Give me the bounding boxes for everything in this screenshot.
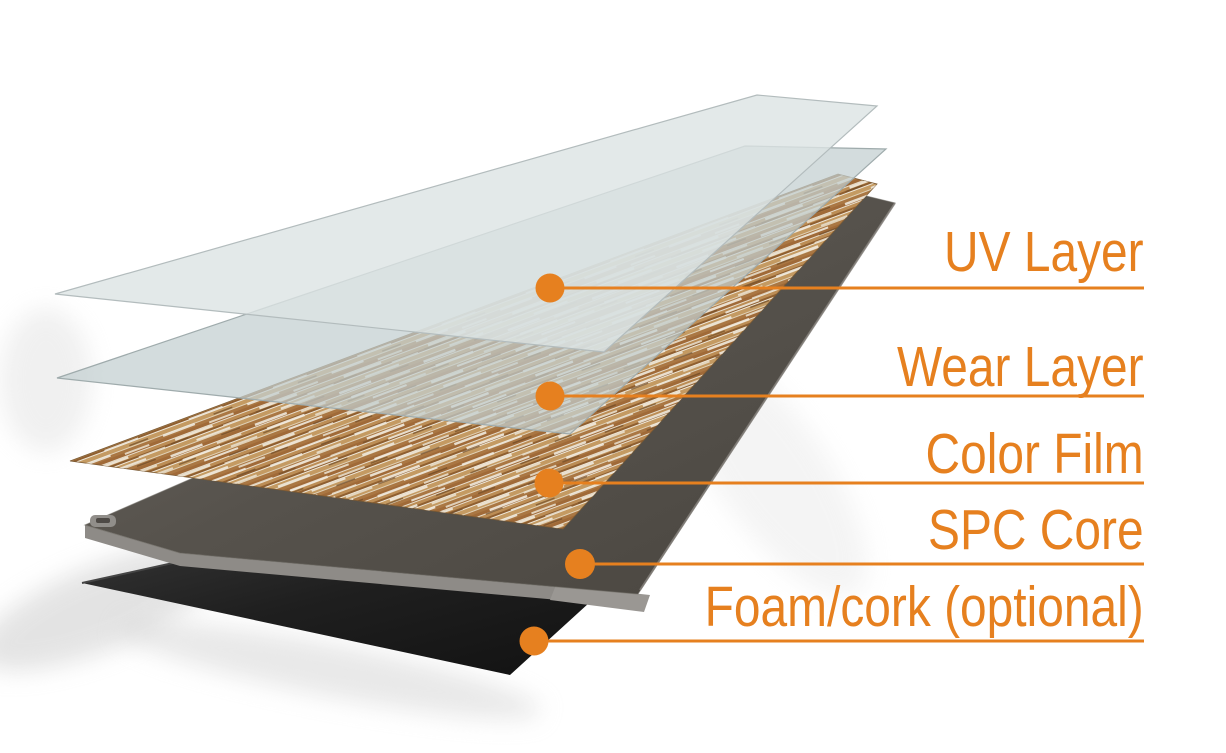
callout-uv-layer [535,273,1144,303]
callout-dot-spc-core [565,549,595,579]
callout-dot-uv [535,273,565,303]
label-uv-layer: UV Layer [944,220,1144,284]
callout-dot-foam-cork [519,626,549,656]
spc-groove-slot [96,518,110,523]
label-spc-core: SPC Core [928,498,1144,562]
callout-foam-cork [519,626,1144,656]
label-wear-layer: Wear Layer [897,335,1144,399]
callout-spc-core [565,549,1144,579]
callout-dot-color-film [534,468,564,498]
spc-core-click-step [550,585,650,612]
callout-wear-layer [535,381,1144,411]
label-foam-cork: Foam/cork (optional) [704,575,1144,639]
callout-color-film [534,468,1144,498]
callout-dot-wear [535,381,565,411]
callouts [519,273,1144,656]
spc-core-side-face [85,525,638,607]
label-color-film: Color Film [925,422,1144,486]
